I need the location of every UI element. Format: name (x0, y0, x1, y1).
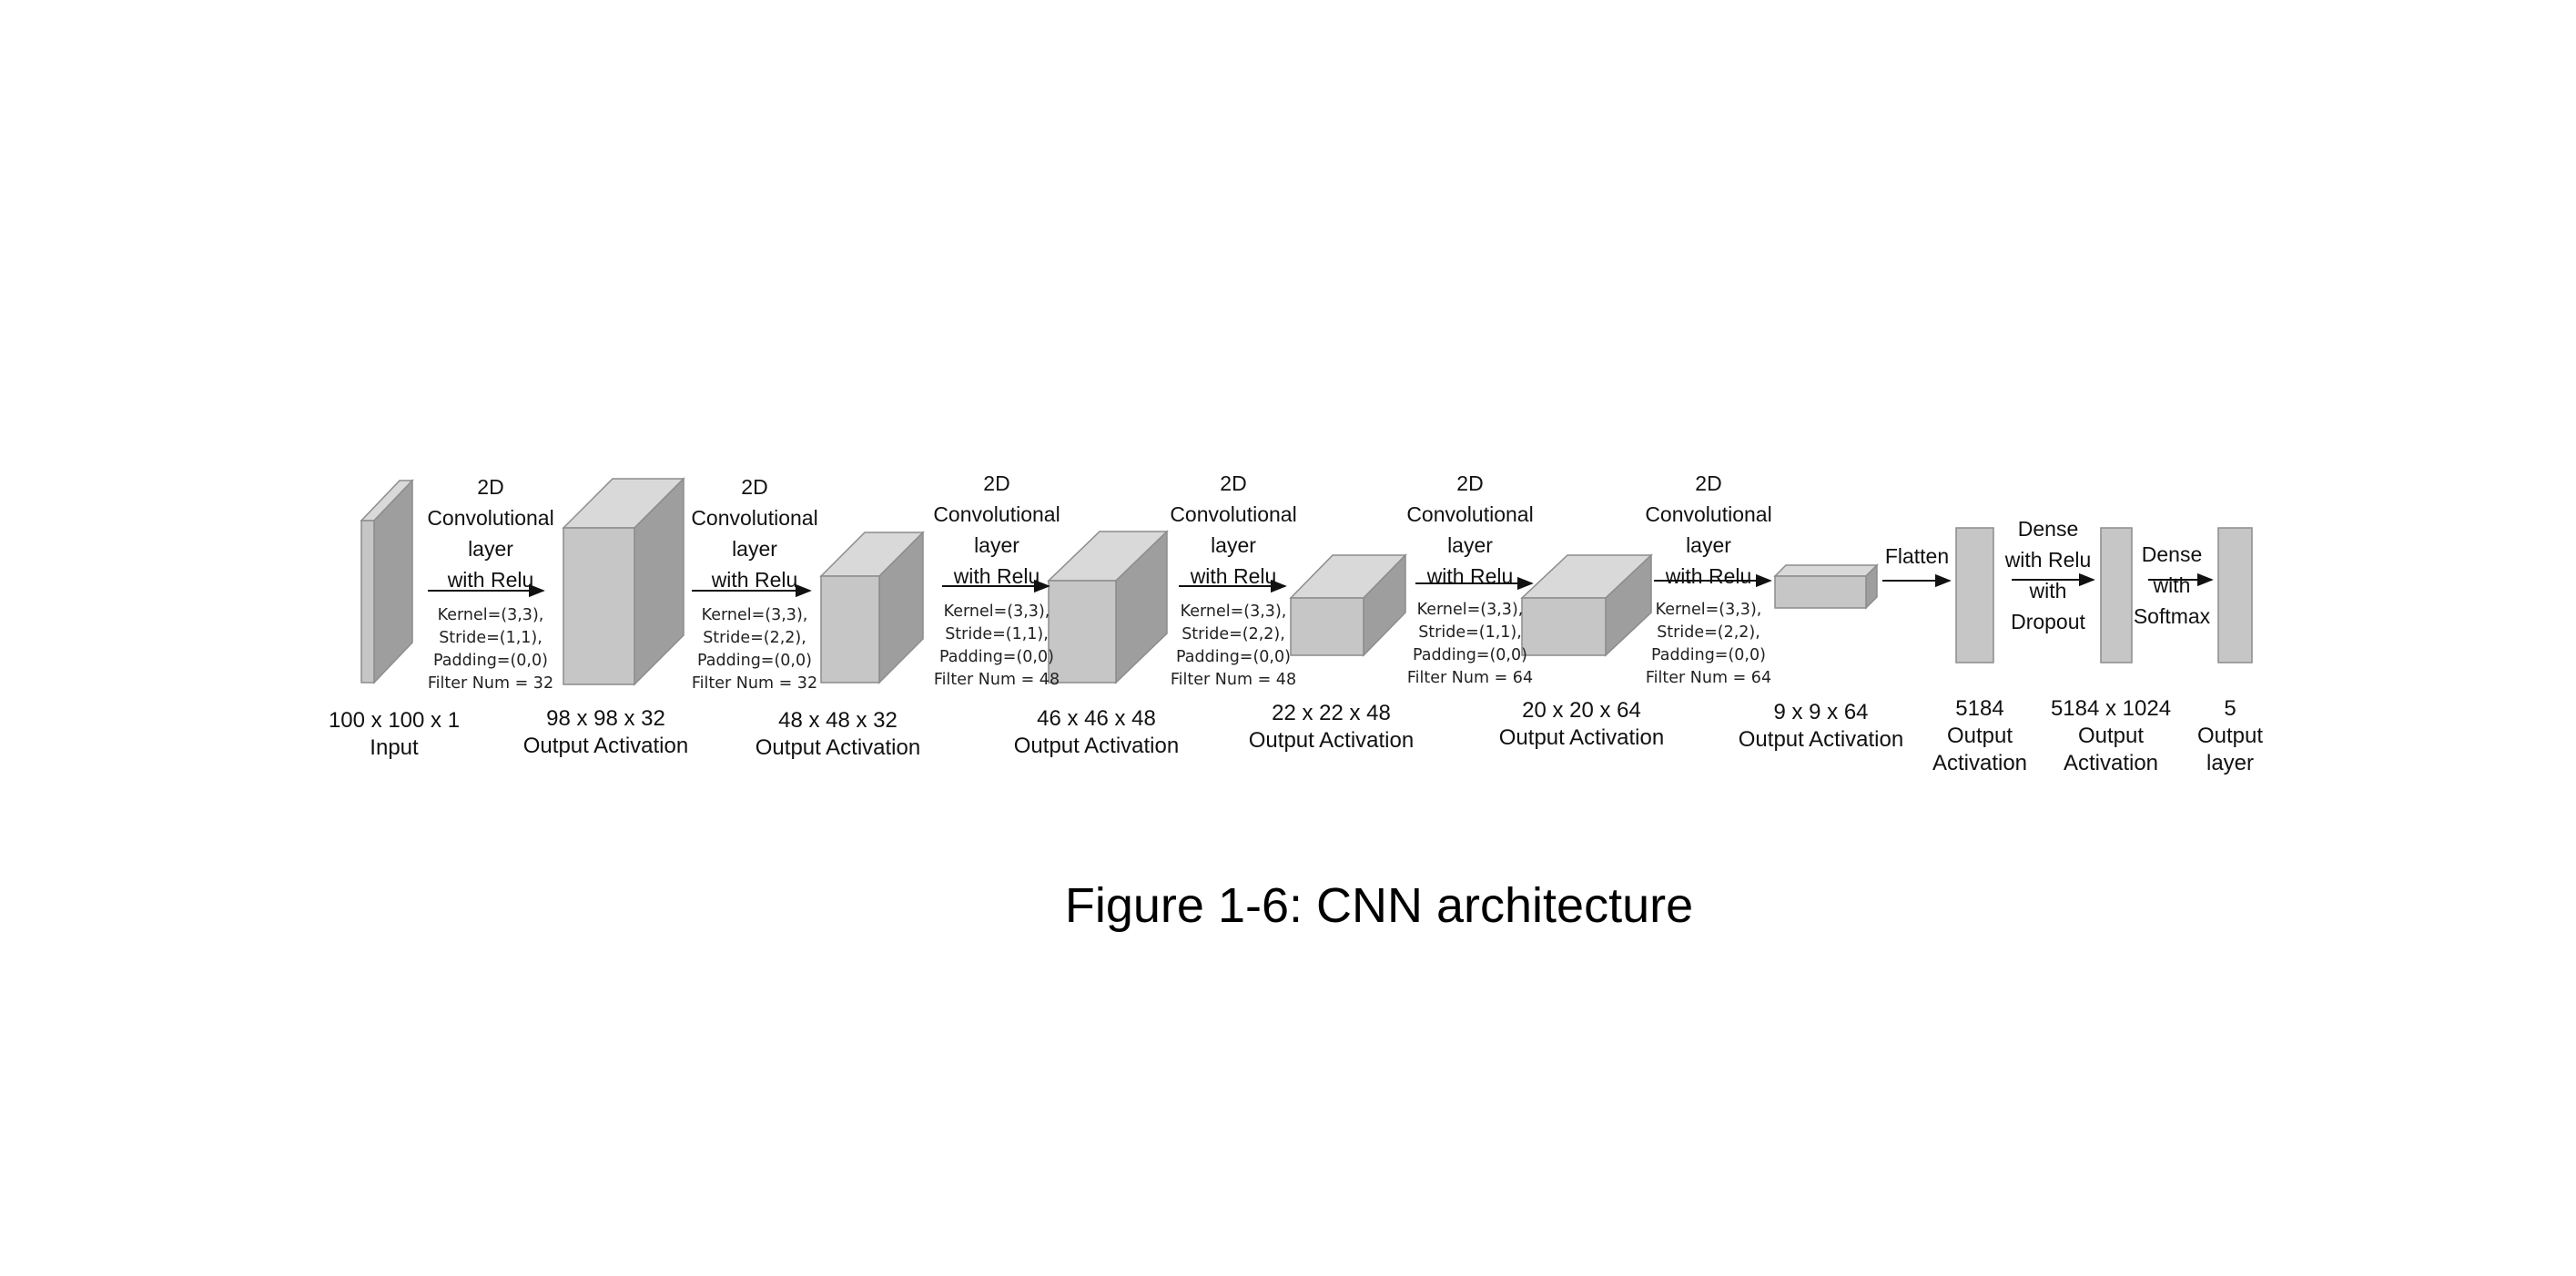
block-conv6-front (1774, 575, 1867, 609)
block-conv4-front (1290, 597, 1364, 656)
block-conv1-front (563, 527, 635, 685)
block-input (360, 479, 414, 684)
block-conv3 (1047, 530, 1169, 684)
block-conv5-front (1521, 597, 1607, 656)
block-conv2-front (820, 575, 880, 684)
block-conv4 (1289, 553, 1407, 657)
block-output (2217, 527, 2253, 663)
block-dense1-front (2100, 527, 2133, 663)
block-output-front (2217, 527, 2253, 663)
block-conv1 (562, 477, 685, 686)
flatten-op: Flatten (1884, 544, 1950, 568)
block-dense1 (2100, 527, 2133, 663)
block-conv3-front (1048, 580, 1117, 684)
block-conv2 (819, 531, 925, 684)
figure-caption: Figure 1-6: CNN architecture (1064, 878, 1694, 933)
block-conv6 (1773, 563, 1879, 610)
block-flatten-front (1955, 527, 1994, 663)
block-flatten (1955, 527, 1994, 663)
block-input-front (360, 520, 375, 684)
block-conv5 (1520, 553, 1653, 657)
